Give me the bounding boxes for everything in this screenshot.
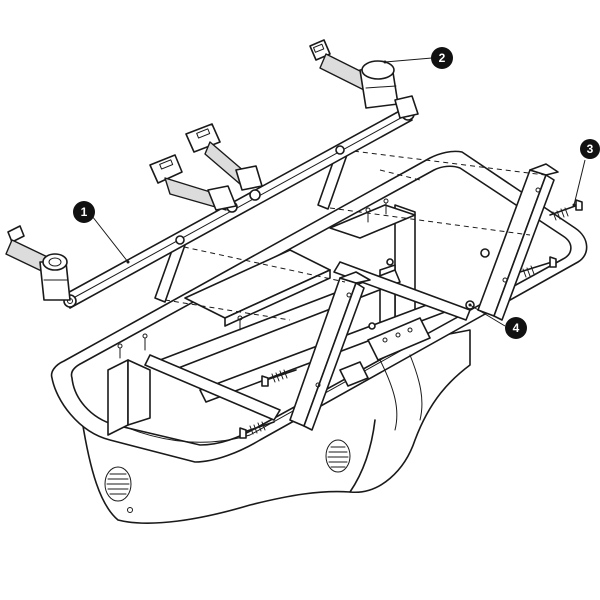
callout-1: 1 (73, 201, 95, 223)
bolts (239, 199, 583, 439)
callout-2-label: 2 (439, 51, 446, 65)
callout-4: 4 (505, 317, 527, 339)
left-speaker-grille-icon (104, 466, 132, 502)
callout-3: 3 (580, 139, 600, 159)
middle-belt-buckles (149, 123, 263, 211)
callout-4-label: 4 (513, 321, 520, 335)
callout-1-label: 1 (81, 205, 88, 219)
callout-leaders (91, 57, 586, 327)
callout-2: 2 (431, 47, 453, 69)
right-speaker-grille-icon (325, 439, 351, 473)
right-belt-retractor (309, 39, 419, 119)
assembly-guide-lines (164, 149, 546, 321)
left-belt-retractor (5, 225, 71, 301)
callout-3-label: 3 (587, 142, 594, 156)
upright-brackets (154, 147, 559, 431)
